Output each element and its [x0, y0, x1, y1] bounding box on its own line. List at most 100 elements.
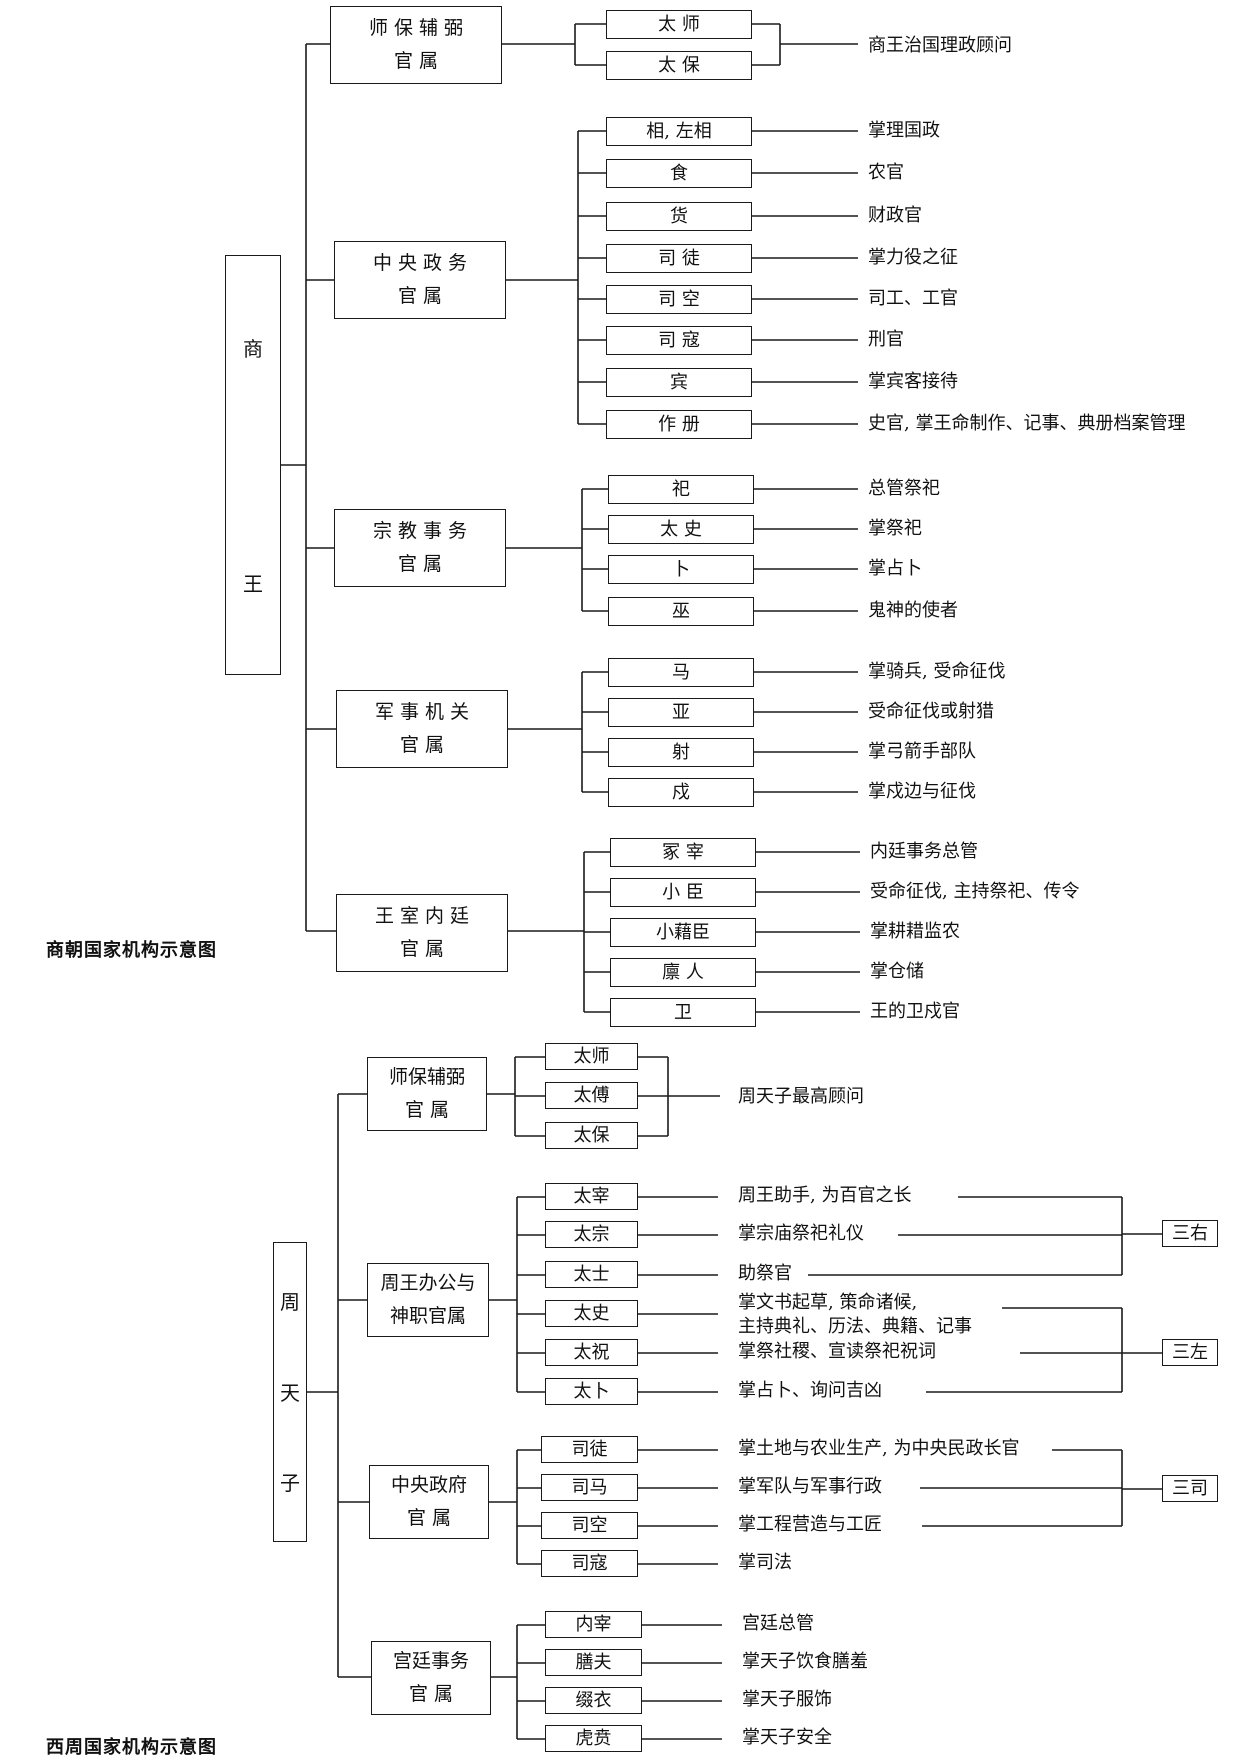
office-description: 掌戍边与征伐	[868, 781, 976, 802]
office-box: 作 册	[606, 410, 752, 439]
office-description: 掌力役之征	[868, 247, 958, 268]
zhou-king-box: 周 天 子	[273, 1242, 307, 1542]
office-box: 相, 左相	[606, 117, 752, 146]
office-description: 掌文书起草, 策命诸候, 主持典礼、历法、典籍、记事	[738, 1292, 972, 1338]
office-box: 太 史	[608, 515, 754, 544]
office-box: 太师	[545, 1043, 638, 1070]
group-title-line1: 师保辅弼	[388, 1065, 465, 1088]
office-box: 太保	[545, 1122, 638, 1149]
office-description: 掌耕耤监农	[870, 921, 960, 942]
shang-group-advisors: 师 保 辅 弼 官 属	[330, 6, 502, 84]
office-description: 掌天子安全	[742, 1727, 832, 1748]
group-title-line1: 宗 教 事 务	[372, 519, 468, 542]
bracket-label-san-si: 三司	[1162, 1475, 1218, 1502]
office-box: 祀	[608, 475, 754, 504]
bracket-label-san-you: 三右	[1162, 1220, 1218, 1247]
office-box: 太 师	[606, 10, 752, 39]
group-title-line2: 官 属	[404, 1099, 450, 1121]
group-title-line1: 周王办公与	[380, 1271, 476, 1294]
group-title-line2: 神职官属	[389, 1305, 466, 1327]
shang-caption: 商朝国家机构示意图	[46, 940, 217, 961]
shang-group-central-affairs: 中 央 政 务 官 属	[334, 241, 506, 319]
zhou-king-char: 周	[280, 1290, 300, 1314]
group-title-line2: 官 属	[408, 1683, 454, 1705]
office-box: 司空	[541, 1512, 638, 1539]
office-box: 司寇	[541, 1550, 638, 1577]
office-description: 掌土地与农业生产, 为中央民政长官	[738, 1438, 1020, 1459]
office-description: 掌骑兵, 受命征伐	[868, 661, 1006, 682]
office-box: 卫	[610, 998, 756, 1027]
office-description: 掌占卜、询问吉凶	[738, 1380, 882, 1401]
office-box: 货	[606, 202, 752, 231]
office-box: 缀衣	[545, 1687, 642, 1714]
group-title-line1: 军 事 机 关	[374, 700, 470, 723]
office-description: 掌天子饮食膳羞	[742, 1651, 868, 1672]
group-title-line1: 师 保 辅 弼	[368, 16, 464, 39]
office-box: 戍	[608, 778, 754, 807]
office-description: 司工、工官	[868, 288, 958, 309]
office-box: 司马	[541, 1474, 638, 1501]
office-box: 虎贲	[545, 1725, 642, 1752]
group-title-line1: 王 室 内 廷	[374, 904, 470, 927]
office-description: 史官, 掌王命制作、记事、典册档案管理	[868, 413, 1186, 434]
zhou-caption: 西周国家机构示意图	[46, 1737, 217, 1758]
bracket-label-san-zuo: 三左	[1162, 1339, 1218, 1366]
office-description: 刑官	[868, 329, 904, 350]
office-description: 受命征伐, 主持祭祀、传令	[870, 881, 1080, 902]
office-description: 掌祭社稷、宣读祭祀祝词	[738, 1341, 936, 1362]
office-box: 司 寇	[606, 326, 752, 355]
office-box: 食	[606, 159, 752, 188]
office-description: 财政官	[868, 205, 922, 226]
office-description: 掌宗庙祭祀礼仪	[738, 1223, 864, 1244]
zhou-king-char: 天	[280, 1380, 300, 1405]
office-box: 膳夫	[545, 1649, 642, 1676]
group-title-line2: 官 属	[393, 50, 439, 72]
zhou-group-central-government: 中央政府 官 属	[369, 1465, 489, 1539]
office-description: 掌宾客接待	[868, 371, 958, 392]
group-title-line2: 官 属	[406, 1507, 452, 1529]
zhou-group-office-religion: 周王办公与 神职官属	[367, 1263, 489, 1337]
office-box: 卜	[608, 555, 754, 584]
office-description: 掌军队与军事行政	[738, 1476, 882, 1497]
zhou-king-char: 子	[280, 1471, 300, 1495]
shang-group-royal-household: 王 室 内 廷 官 属	[336, 894, 508, 972]
office-box: 巫	[608, 597, 754, 626]
office-description: 掌天子服饰	[742, 1689, 832, 1710]
office-box: 太史	[545, 1300, 638, 1327]
office-description: 掌占卜	[868, 558, 922, 579]
office-box: 廪 人	[610, 958, 756, 987]
office-description: 周王助手, 为百官之长	[738, 1185, 912, 1206]
group-title-line2: 官 属	[397, 285, 443, 307]
group-title-line1: 中 央 政 务	[372, 251, 468, 274]
office-description: 掌弓箭手部队	[868, 741, 976, 762]
office-description: 助祭官	[738, 1263, 792, 1284]
office-description: 王的卫戍官	[870, 1001, 960, 1022]
office-box: 内宰	[545, 1611, 642, 1638]
office-box: 小 臣	[610, 878, 756, 907]
office-box: 太祝	[545, 1339, 638, 1366]
shang-group-religious: 宗 教 事 务 官 属	[334, 509, 506, 587]
office-description: 总管祭祀	[868, 478, 940, 499]
group-title-line1: 宫廷事务	[392, 1649, 469, 1672]
office-description: 掌工程营造与工匠	[738, 1514, 882, 1535]
office-box: 太宗	[545, 1221, 638, 1248]
shang-king-char: 商	[243, 337, 263, 361]
group-title-line2: 官 属	[399, 938, 445, 960]
office-description: 掌祭祀	[868, 518, 922, 539]
shang-king-char: 王	[243, 572, 263, 596]
shared-description: 周天子最高顾问	[738, 1086, 864, 1107]
office-description: 掌理国政	[868, 120, 940, 141]
office-box: 太傅	[545, 1082, 638, 1109]
group-title-line2: 官 属	[399, 734, 445, 756]
shang-king-box: 商 王	[225, 255, 281, 675]
group-title-line2: 官 属	[397, 553, 443, 575]
office-box: 太卜	[545, 1378, 638, 1405]
office-box: 太 保	[606, 51, 752, 80]
office-box: 射	[608, 738, 754, 767]
office-box: 宾	[606, 368, 752, 397]
office-description: 掌仓储	[870, 961, 924, 982]
office-box: 小藉臣	[610, 918, 756, 947]
office-description: 内廷事务总管	[870, 841, 978, 862]
